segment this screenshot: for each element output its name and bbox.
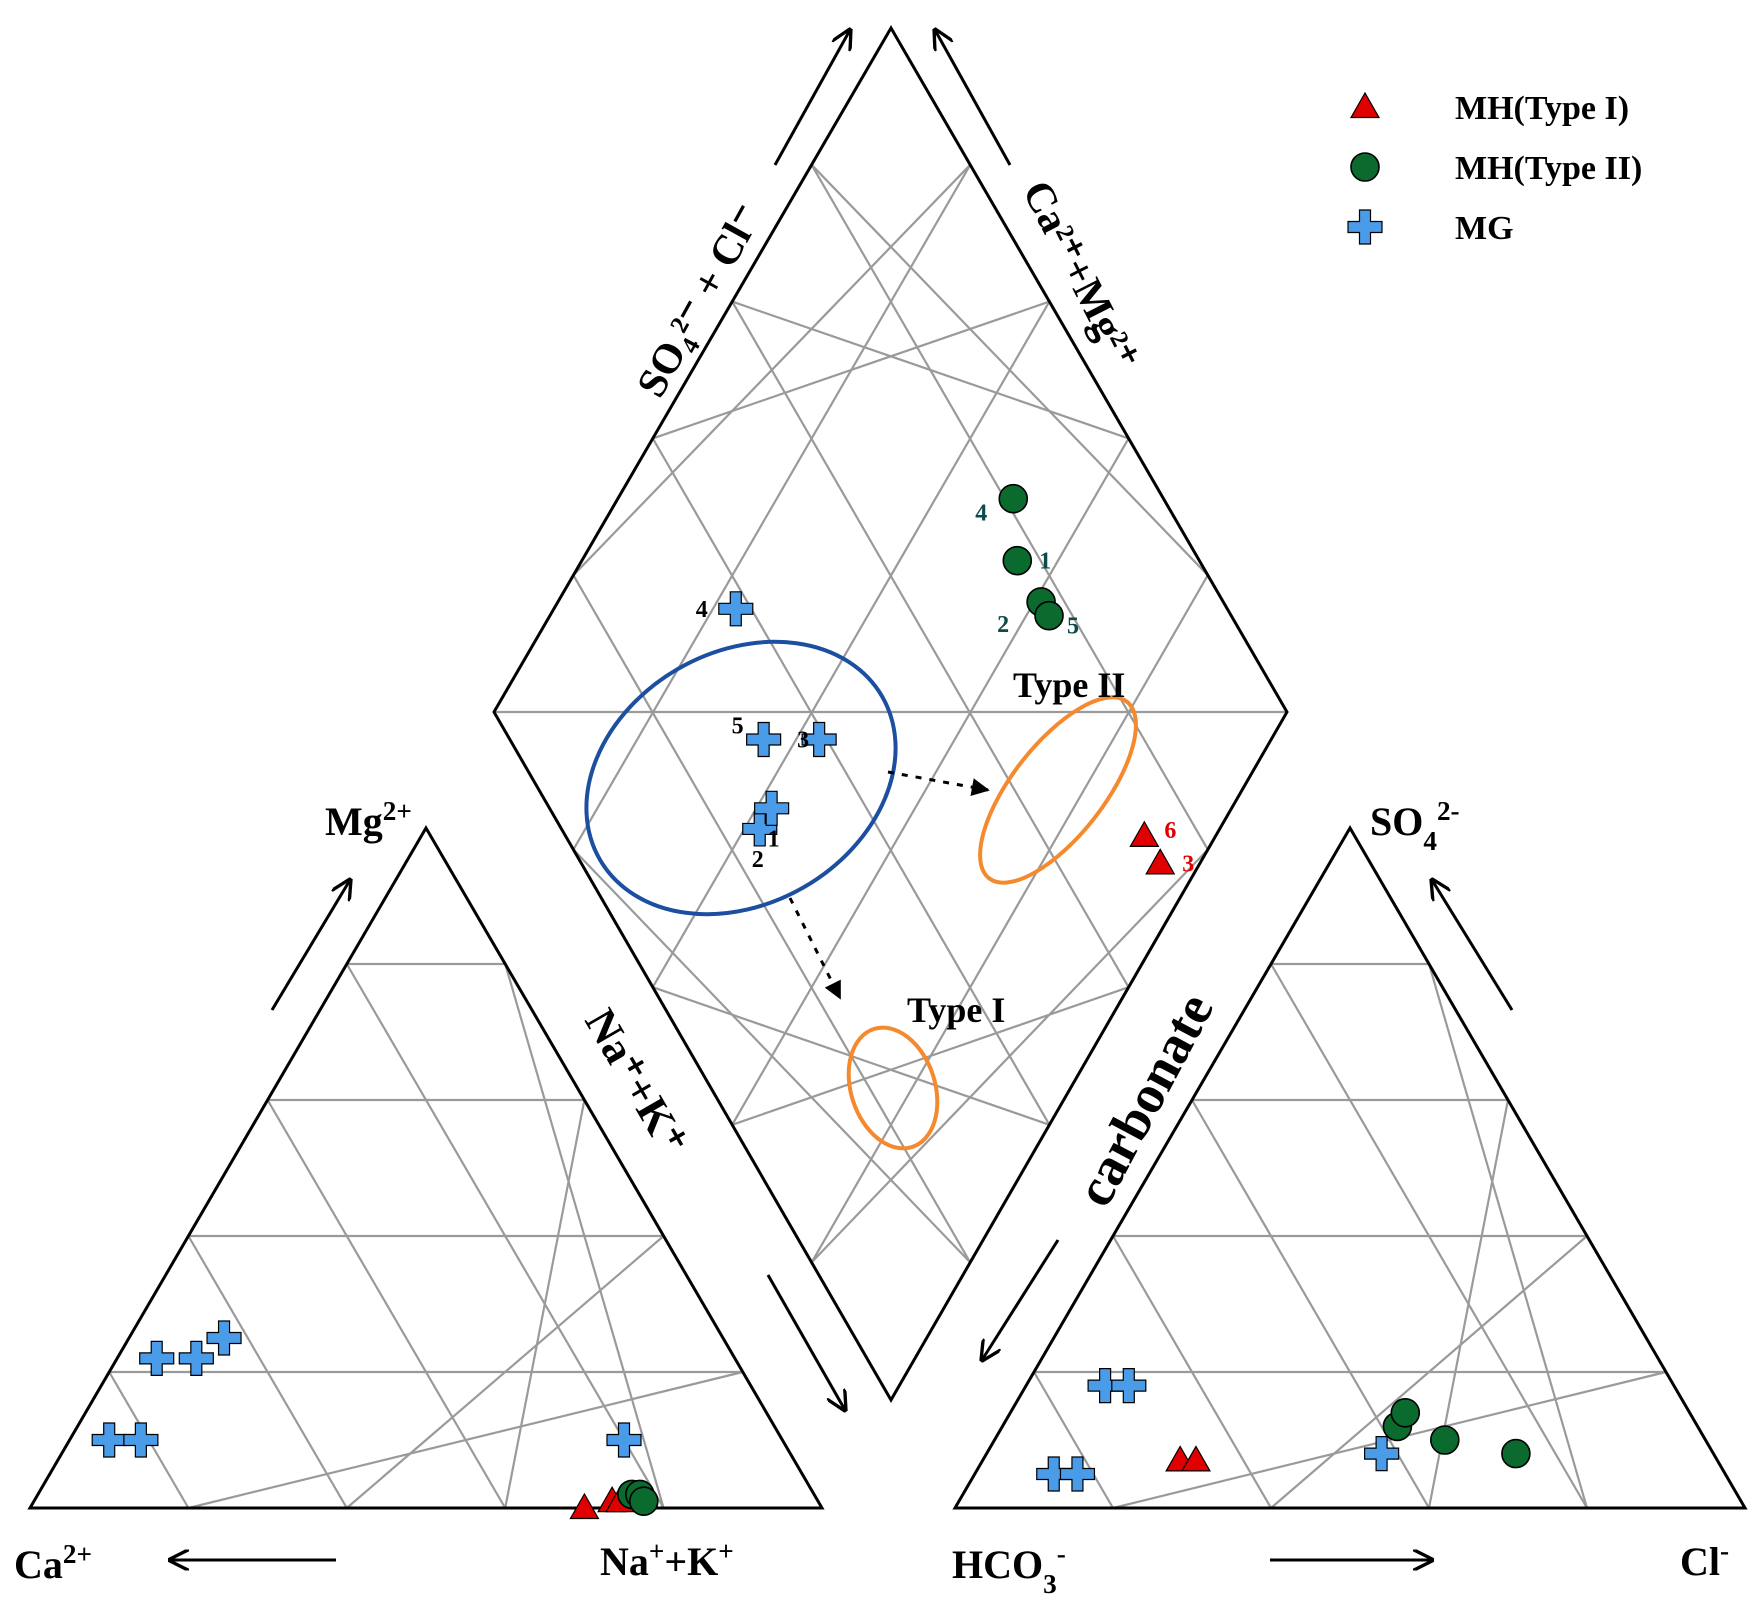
anion-triangle-gridline bbox=[1270, 963, 1588, 1509]
cation-triangle-gridline bbox=[187, 1235, 348, 1509]
anion-point-mg bbox=[1363, 1435, 1400, 1472]
diamond-gridline bbox=[572, 164, 971, 576]
label-na-k: Na++K+ bbox=[600, 1536, 734, 1584]
outline-layer bbox=[27, 25, 1748, 1510]
cation-triangle-gridline bbox=[266, 1099, 507, 1509]
cation-point-mg bbox=[139, 1340, 175, 1377]
diamond-point-label-type2: 4 bbox=[975, 501, 987, 527]
legend: MH(Type I) MH(Type II) MG bbox=[1347, 90, 1642, 247]
diamond-gridline bbox=[572, 164, 972, 851]
anion-triangle-outline bbox=[952, 825, 1748, 1510]
cation-triangle-gridline bbox=[345, 963, 665, 1509]
diamond-gridline bbox=[731, 300, 1129, 440]
anion-triangle-gridline bbox=[1270, 1235, 1588, 1509]
ellipse-mg-group bbox=[584, 639, 898, 917]
arrow-ca-mg bbox=[935, 30, 1012, 166]
diamond-point-mg bbox=[746, 721, 782, 758]
cation-point-mg bbox=[123, 1422, 159, 1458]
label-ca: Ca2+ bbox=[14, 1539, 92, 1587]
diamond-gridline bbox=[810, 848, 1209, 1264]
diamond-point-type2 bbox=[998, 483, 1029, 514]
legend-marker-type2 bbox=[1350, 152, 1380, 182]
label-so4-cl: SO₄²⁻ + Cl⁻ bbox=[629, 197, 772, 405]
dashed-arrow-to-type1 bbox=[788, 897, 842, 1000]
diamond-outline bbox=[492, 25, 1289, 1404]
legend-label-type2: MH(Type II) bbox=[1455, 150, 1642, 187]
diamond-gridline bbox=[810, 574, 1209, 1263]
anion-point-type2 bbox=[1390, 1398, 1421, 1428]
label-hco3: HCO3- bbox=[952, 1539, 1066, 1599]
diamond-gridline bbox=[731, 301, 1130, 988]
diamond-point-label-mg: 1 bbox=[768, 826, 780, 852]
cation-triangle-gridline bbox=[504, 963, 665, 1509]
legend-marker-mg bbox=[1347, 209, 1383, 245]
diamond-gridline bbox=[652, 300, 1050, 440]
diamond-point-mg bbox=[754, 790, 790, 826]
anion-triangle-gridline bbox=[1112, 1235, 1272, 1509]
label-na-k-diamond: Na⁺+K⁺ bbox=[575, 1001, 697, 1164]
ellipse-type2-group bbox=[978, 695, 1138, 885]
diamond-point-mg bbox=[718, 591, 754, 627]
diamond-gridline bbox=[810, 164, 1209, 576]
diamond-point-label-mg: 3 bbox=[797, 728, 809, 754]
group-label-type1: Type I bbox=[907, 990, 1005, 1030]
label-cl: Cl- bbox=[1680, 1536, 1729, 1584]
diamond-point-label-type2: 1 bbox=[1039, 549, 1051, 575]
anion-point-mg bbox=[1087, 1367, 1123, 1404]
anion-point-type2 bbox=[1430, 1425, 1460, 1455]
anion-point-mg bbox=[1036, 1456, 1072, 1492]
diamond-point-label-mg: 5 bbox=[732, 714, 744, 740]
anion-triangle-gridline bbox=[1191, 1099, 1430, 1509]
cation-point-type1 bbox=[569, 1492, 600, 1520]
diamond-gridline bbox=[731, 437, 1130, 1126]
diamond-point-mg bbox=[742, 811, 778, 847]
cation-triangle-outline bbox=[27, 825, 825, 1510]
legend-label-mg: MG bbox=[1455, 210, 1514, 247]
arrow-so4-cl bbox=[773, 30, 850, 166]
legend-marker-type1 bbox=[1349, 91, 1381, 119]
diamond-point-type1 bbox=[1129, 820, 1160, 847]
diamond-gridline bbox=[731, 986, 1129, 1126]
arrow-na-k bbox=[766, 1274, 845, 1410]
arrow-mg bbox=[270, 880, 350, 1011]
diamond-point-label-mg: 2 bbox=[752, 847, 764, 873]
anion-triangle-gridline bbox=[1427, 963, 1589, 1509]
cation-point-mg bbox=[206, 1320, 242, 1356]
diamond-gridline bbox=[651, 437, 1051, 1126]
dashed-arrow-to-type2 bbox=[887, 770, 990, 796]
anion-triangle-gridline bbox=[1033, 1371, 1114, 1509]
annotation-layer: Type II Type I bbox=[584, 639, 1138, 1151]
diamond-point-label-type2: 2 bbox=[997, 612, 1009, 638]
anion-point-mg bbox=[1111, 1367, 1147, 1404]
diamond-point-label-mg: 4 bbox=[696, 597, 708, 623]
group-label-type2: Type II bbox=[1013, 665, 1125, 705]
legend-label-type1: MH(Type I) bbox=[1455, 90, 1629, 127]
arrow-carbonate bbox=[982, 1239, 1060, 1360]
cation-point-type2 bbox=[628, 1486, 659, 1516]
anion-point-type2 bbox=[1501, 1438, 1531, 1469]
label-so4: SO42- bbox=[1370, 796, 1460, 856]
anion-point-mg bbox=[1059, 1456, 1096, 1492]
diamond-point-type2 bbox=[1002, 545, 1033, 576]
anion-point-type1 bbox=[1180, 1445, 1211, 1472]
diamond-point-label-type2: 5 bbox=[1067, 614, 1079, 640]
diamond-gridline bbox=[651, 301, 1051, 988]
arrow-so4 bbox=[1432, 880, 1514, 1011]
diamond-point-label-type1: 6 bbox=[1164, 818, 1176, 844]
cation-point-mg bbox=[606, 1422, 642, 1458]
cation-point-mg bbox=[178, 1340, 214, 1377]
diamond-point-label-type1: 3 bbox=[1182, 851, 1194, 877]
cation-point-mg bbox=[91, 1422, 127, 1458]
diamond-point-type2 bbox=[1034, 600, 1064, 631]
label-mg: Mg2+ bbox=[325, 796, 412, 844]
ellipse-type1-group bbox=[846, 1025, 940, 1151]
diamond-gridline bbox=[572, 848, 971, 1264]
diamond-point-mg bbox=[801, 721, 837, 758]
diamond-point-type1 bbox=[1145, 848, 1176, 875]
cation-triangle-gridline bbox=[346, 1235, 665, 1509]
